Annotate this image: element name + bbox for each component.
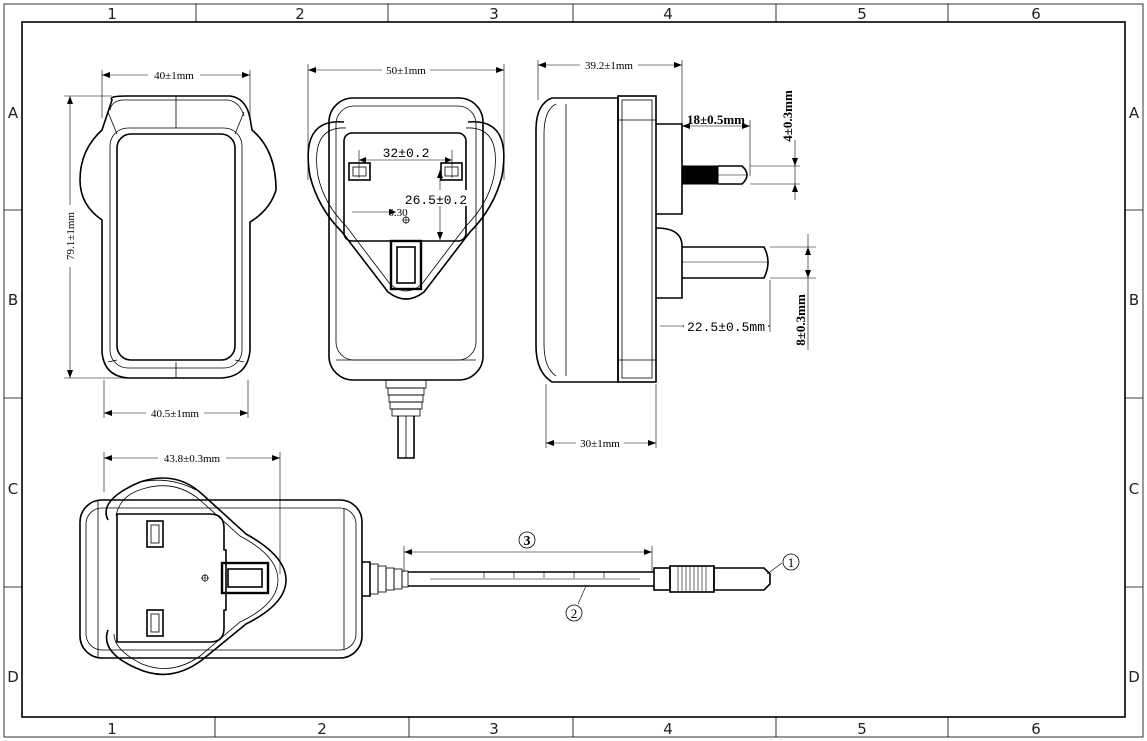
frame-row-labels-right: A B C D <box>1128 104 1140 686</box>
col-label-top-4: 4 <box>663 5 673 23</box>
dim-side-width-bottom: 40.5±1mm <box>151 408 199 420</box>
col-label-bottom-1: 1 <box>107 720 117 738</box>
profile-view: 39.2±1mm 18±0.5mm 4±0.3mm 22.5±0.5mm 8±0… <box>535 58 816 450</box>
col-label-bottom-4: 4 <box>663 720 673 738</box>
dim-front-width: 50±1mm <box>386 65 426 77</box>
row-label-right-b: B <box>1129 291 1139 309</box>
col-label-top-1: 1 <box>107 5 117 23</box>
front-view: 50±1mm 32±0.2 26.5±0.2 6.30 <box>307 62 505 459</box>
callout-2: 2 <box>571 606 578 621</box>
dim-profile-depth-total: 39.2±1mm <box>585 60 633 72</box>
dim-profile-pin-thickness-top: 4±0.3mm <box>780 90 795 142</box>
row-label-left-c: C <box>8 480 18 498</box>
frame-column-labels-bottom: 1 2 3 4 5 6 <box>107 720 1041 738</box>
col-label-bottom-5: 5 <box>857 720 867 738</box>
dim-front-earth-offset: 6.30 <box>388 207 408 219</box>
dim-side-width-top: 40±1mm <box>154 70 194 82</box>
row-label-left-d: D <box>7 668 19 686</box>
row-label-left-a: A <box>8 104 19 122</box>
dim-side-height: 79.1±1mm <box>65 212 77 260</box>
col-label-top-6: 6 <box>1031 5 1041 23</box>
row-label-right-a: A <box>1129 104 1140 122</box>
row-label-right-c: C <box>1129 480 1139 498</box>
dim-profile-pin-length-bottom: 22.5±0.5mm <box>687 320 765 335</box>
frame-row-labels-left: A B C D <box>7 104 19 686</box>
dim-front-pin-spacing: 32±0.2 <box>383 146 430 161</box>
col-label-bottom-2: 2 <box>317 720 327 738</box>
dim-bottom-width: 43.8±0.3mm <box>164 453 221 465</box>
row-label-right-d: D <box>1128 668 1140 686</box>
dim-profile-body-depth: 30±1mm <box>580 438 620 450</box>
col-label-top-5: 5 <box>857 5 867 23</box>
row-label-left-b: B <box>8 291 18 309</box>
callout-1: 1 <box>788 555 795 570</box>
col-label-top-3: 3 <box>489 5 499 23</box>
callout-3: 3 <box>524 534 531 549</box>
drawing-frame <box>3 3 1144 738</box>
bottom-view: 43.8±0.3mm 3 1 2 <box>79 450 800 676</box>
side-view: 40±1mm 79.1±1mm 40.5±1mm <box>63 67 277 420</box>
dim-profile-pin-length-top: 18±0.5mm <box>687 112 745 127</box>
dim-front-pin-vertical: 26.5±0.2 <box>405 193 467 208</box>
dim-profile-pin-thickness-bottom: 8±0.3mm <box>793 294 808 346</box>
frame-column-labels-top: 1 2 3 4 5 6 <box>107 5 1041 23</box>
col-label-bottom-6: 6 <box>1031 720 1041 738</box>
col-label-bottom-3: 3 <box>489 720 499 738</box>
col-label-top-2: 2 <box>295 5 305 23</box>
